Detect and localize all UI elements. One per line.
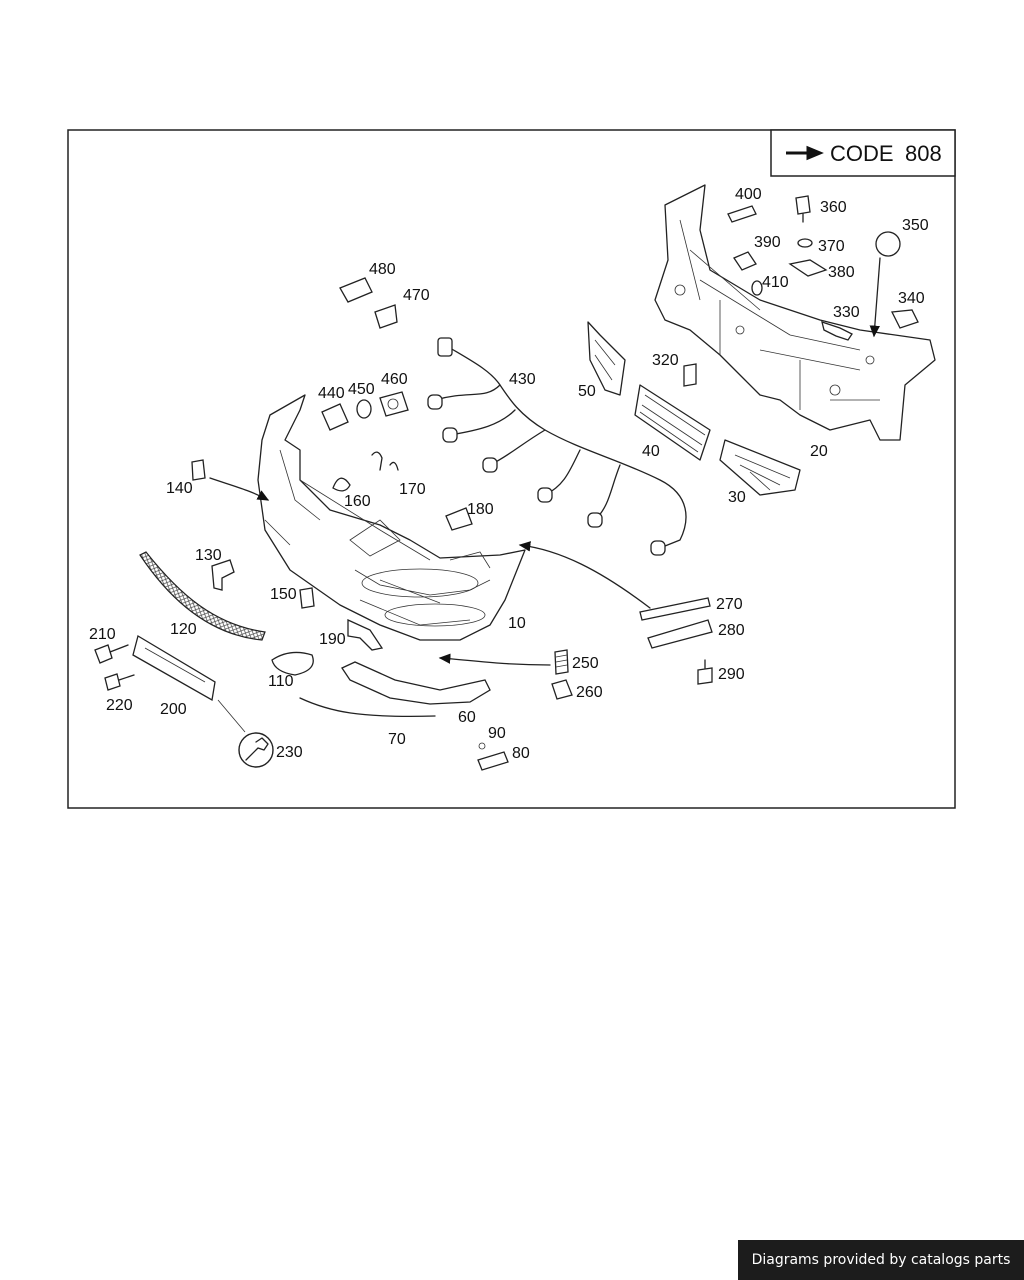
part-50-bracket-drawing	[587, 321, 626, 396]
callout-70: 70	[388, 731, 406, 748]
callout-230: 230	[276, 744, 303, 761]
code-808-box: CODE 808	[770, 129, 956, 177]
callout-labels: 10 20 30 40 50 60 70 80 90 110 120 130 1…	[89, 186, 929, 762]
callout-460: 460	[381, 371, 408, 388]
part-30-bracket-drawing	[719, 439, 801, 496]
callout-180: 180	[467, 501, 494, 518]
callout-350: 350	[902, 217, 929, 234]
callout-160: 160	[344, 493, 371, 510]
callout-280: 280	[718, 622, 745, 639]
code-number: 808	[905, 141, 942, 166]
wrench-icon	[238, 732, 274, 768]
callout-450: 450	[348, 381, 375, 398]
callout-370: 370	[818, 238, 845, 255]
arrow-right-icon	[786, 145, 824, 161]
callout-250: 250	[572, 655, 599, 672]
callout-150: 150	[270, 586, 297, 603]
small-parts-drawings	[94, 195, 919, 771]
callout-220: 220	[106, 697, 133, 714]
callout-10: 10	[508, 615, 526, 632]
callout-330: 330	[833, 304, 860, 321]
callout-290: 290	[718, 666, 745, 683]
callout-320: 320	[652, 352, 679, 369]
code-label: CODE	[830, 141, 894, 166]
callout-440: 440	[318, 385, 345, 402]
part-430-harness-drawing	[427, 337, 687, 556]
callout-20: 20	[810, 443, 828, 460]
callout-80: 80	[512, 745, 530, 762]
callout-140: 140	[166, 480, 193, 497]
callout-390: 390	[754, 234, 781, 251]
callout-40: 40	[642, 443, 660, 460]
callout-190: 190	[319, 631, 346, 648]
callout-430: 430	[509, 371, 536, 388]
callout-60: 60	[458, 709, 476, 726]
callout-360: 360	[820, 199, 847, 216]
diagram-frame	[67, 129, 956, 809]
callout-210: 210	[89, 626, 116, 643]
callout-130: 130	[195, 547, 222, 564]
callout-30: 30	[728, 489, 746, 506]
part-20-carrier-drawing	[654, 184, 936, 441]
callout-470: 470	[403, 287, 430, 304]
part-40-insert-drawing	[634, 384, 711, 461]
callout-380: 380	[828, 264, 855, 281]
callout-480: 480	[369, 261, 396, 278]
callout-170: 170	[399, 481, 426, 498]
callout-50: 50	[578, 383, 596, 400]
callout-400: 400	[735, 186, 762, 203]
callout-260: 260	[576, 684, 603, 701]
callout-90: 90	[488, 725, 506, 742]
callout-120: 120	[170, 621, 197, 638]
footer-credit: Diagrams provided by catalogs parts	[738, 1240, 1024, 1280]
callout-410: 410	[762, 274, 789, 291]
callout-270: 270	[716, 596, 743, 613]
callout-340: 340	[898, 290, 925, 307]
callout-110: 110	[268, 673, 294, 690]
callout-200: 200	[160, 701, 187, 718]
